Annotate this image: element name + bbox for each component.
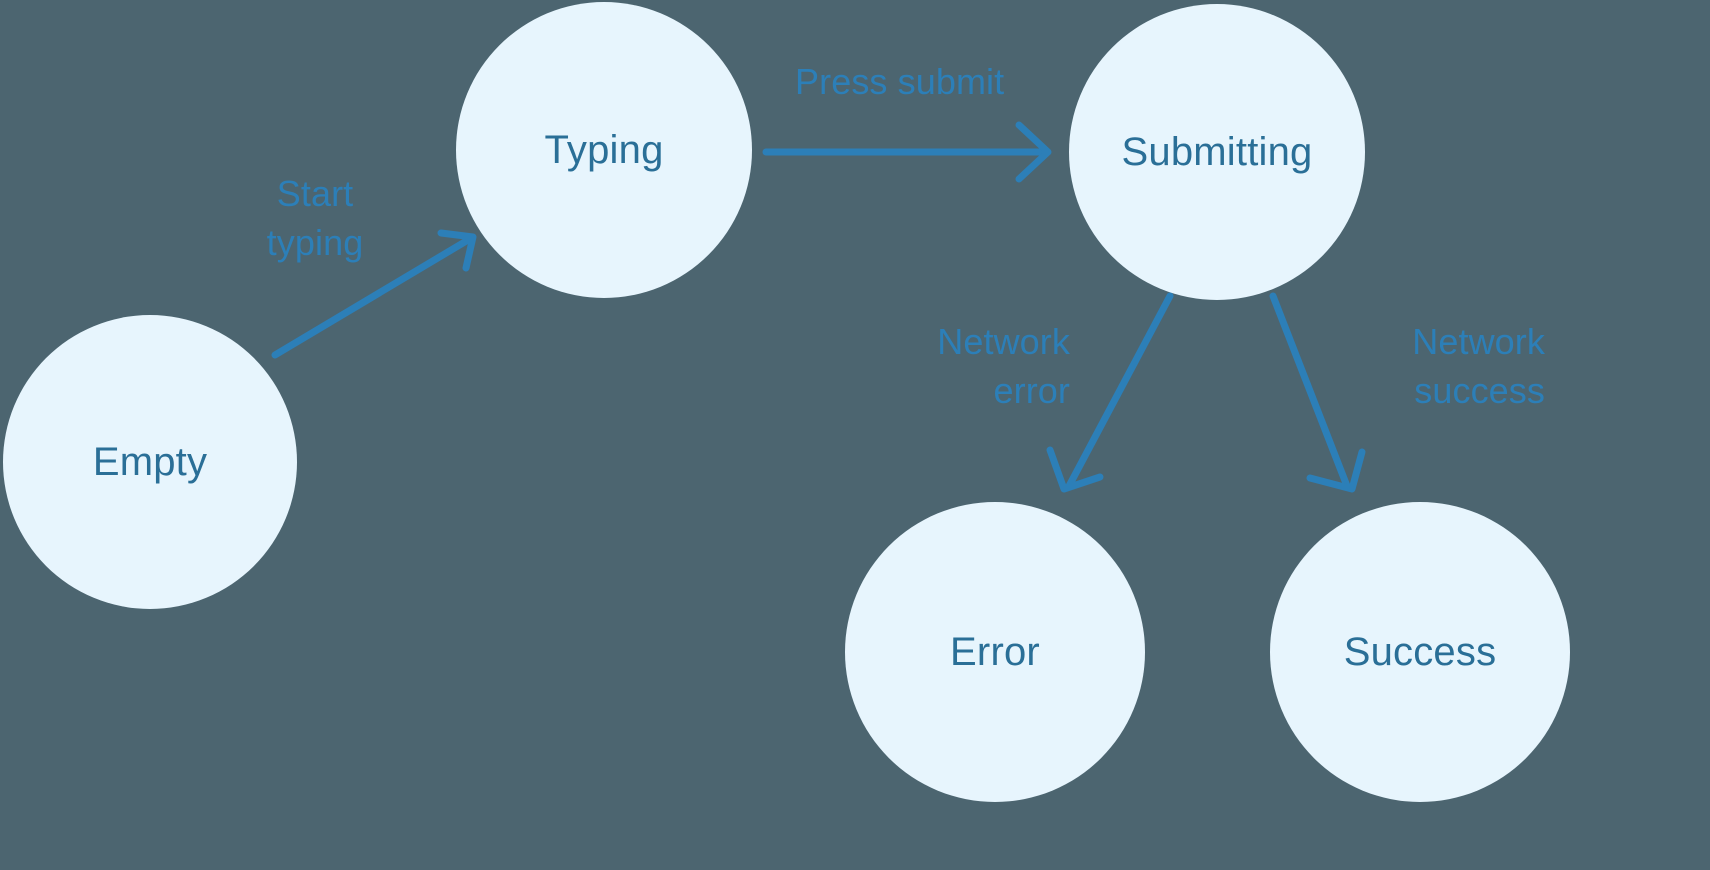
state-label-submitting: Submitting xyxy=(1121,130,1313,174)
edge-submitting-to-error xyxy=(1046,292,1174,493)
edge-label-network-success: Network success xyxy=(1412,321,1545,411)
edge-line-empty-to-typing xyxy=(271,236,472,359)
state-node-empty[interactable]: Empty xyxy=(3,315,297,609)
edge-submitting-to-success xyxy=(1269,292,1366,493)
state-node-error[interactable]: Error xyxy=(845,502,1145,802)
arrowhead-typing-to-submitting xyxy=(1015,121,1052,183)
state-label-typing: Typing xyxy=(544,128,664,172)
arrowhead-submitting-to-success xyxy=(1306,448,1366,493)
state-node-typing[interactable]: Typing xyxy=(456,2,752,298)
edge-empty-to-typing xyxy=(271,229,477,359)
edge-label-press-submit: Press submit xyxy=(795,61,1005,102)
edge-label-network-error: Network error xyxy=(937,321,1070,411)
state-label-empty: Empty xyxy=(92,440,208,484)
state-label-success: Success xyxy=(1343,630,1497,674)
edge-label-start-typing: Start typing xyxy=(266,173,364,263)
edge-line-submitting-to-error xyxy=(1065,292,1174,490)
arrowhead-empty-to-typing xyxy=(437,229,477,272)
edge-typing-to-submitting xyxy=(762,121,1052,183)
edge-line-submitting-to-success xyxy=(1269,292,1351,490)
arrowhead-submitting-to-error xyxy=(1046,446,1104,493)
state-node-success[interactable]: Success xyxy=(1270,502,1570,802)
state-node-submitting[interactable]: Submitting xyxy=(1069,4,1365,300)
state-label-error: Error xyxy=(950,630,1040,674)
